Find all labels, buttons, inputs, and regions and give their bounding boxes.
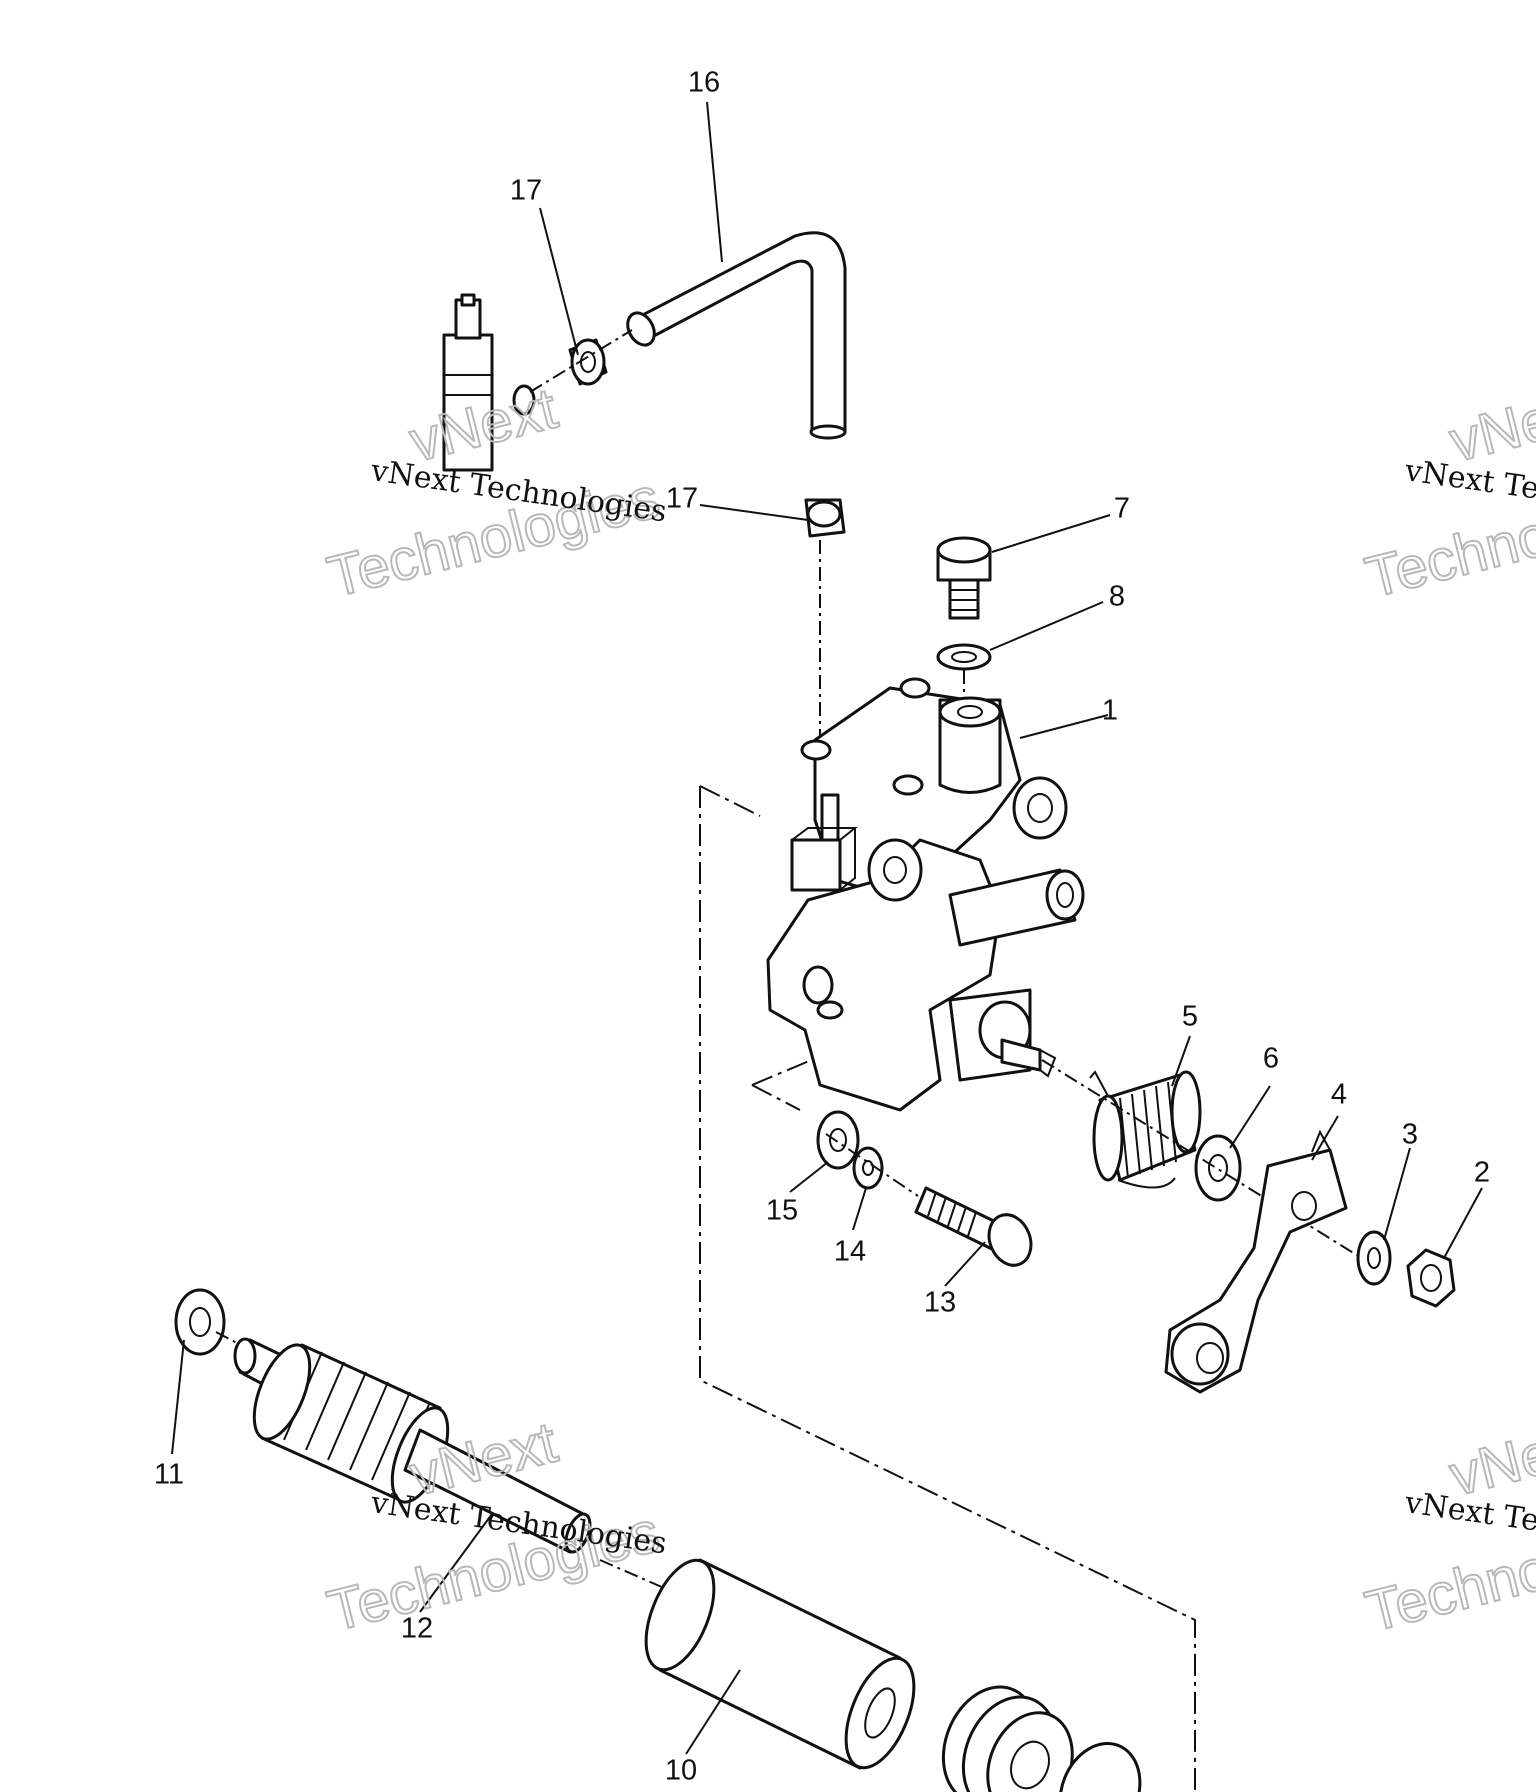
centerline-pump-shaft	[1041, 1059, 1369, 1263]
callout-15: 15	[766, 1195, 798, 1227]
watermark-lower-right: vNext Technologies vNext Technologies	[1358, 1409, 1536, 1646]
callout-3: 3	[1402, 1119, 1418, 1151]
callout-17-lower: 17	[666, 483, 698, 515]
sleeve-part-10	[644, 1558, 916, 1770]
callout-17-upper: 17	[510, 175, 542, 207]
control-lever-part-4	[1164, 1129, 1348, 1394]
callout-6: 6	[1263, 1043, 1279, 1075]
oil-pump-body-part-1	[766, 677, 1085, 1112]
callout-12: 12	[401, 1613, 433, 1645]
callout-labels: 16 17 17 7 8 1 5 6 4 3 2 15 14 13 11 12 …	[154, 67, 1490, 1787]
centerline-screw	[825, 1133, 919, 1197]
callout-8: 8	[1109, 581, 1125, 613]
callout-1: 1	[1102, 695, 1118, 727]
hose-part-16	[626, 231, 847, 440]
drive-gear-shaft-part-12	[233, 1337, 592, 1554]
callout-11: 11	[154, 1459, 184, 1491]
centerline-17-to-hose	[529, 329, 633, 393]
washer-part-8	[936, 643, 992, 671]
nut-part-2	[1406, 1248, 1456, 1308]
watermark-upper-left: vNext Technologies vNext Technologies	[320, 375, 669, 611]
washer-part-6	[1194, 1134, 1242, 1202]
washer-part-11	[174, 1288, 226, 1356]
nozzle-fitting	[442, 293, 536, 472]
leader-lines	[171, 101, 1483, 1755]
banjo-bolt-part-7	[936, 536, 992, 620]
callout-10: 10	[665, 1755, 697, 1787]
o-ring-part	[1058, 1742, 1142, 1792]
screw-part-13	[914, 1186, 1033, 1267]
callout-7: 7	[1114, 493, 1130, 525]
hose-clamp-part-17-lower	[804, 498, 846, 538]
callout-5: 5	[1182, 1001, 1198, 1033]
assembly-boundary-line	[699, 786, 1196, 1792]
return-spring-part-5	[1089, 1070, 1202, 1189]
washer-part-15	[816, 1110, 860, 1170]
callout-16: 16	[688, 67, 720, 99]
callout-2: 2	[1474, 1157, 1490, 1189]
lock-washer-part-14	[852, 1146, 884, 1190]
watermark-upper-right: vNext Technologies vNext Technologies	[1358, 375, 1536, 612]
callout-13: 13	[924, 1287, 956, 1319]
callout-4: 4	[1331, 1079, 1347, 1111]
bushing-part	[941, 1685, 1074, 1792]
callout-14: 14	[834, 1236, 866, 1268]
lock-washer-part-3	[1356, 1230, 1392, 1286]
